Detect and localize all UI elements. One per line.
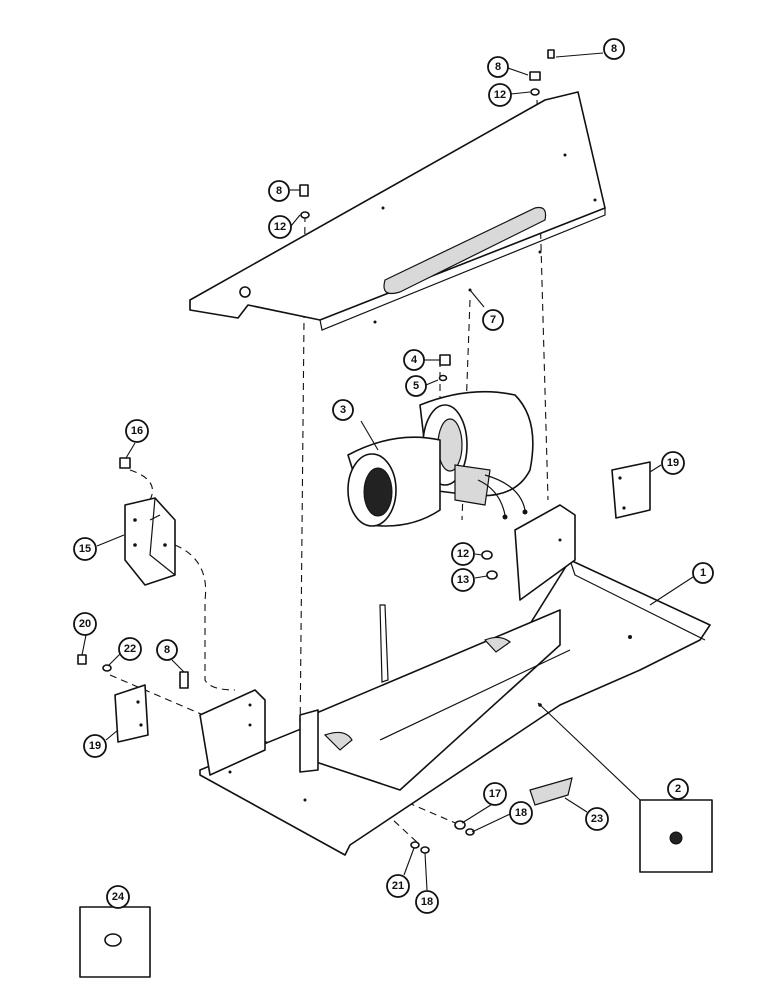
callout-5: 5 — [405, 375, 427, 397]
callout-4: 4 — [403, 349, 425, 371]
blower-assembly — [347, 390, 534, 527]
callout-label: 8 — [164, 644, 170, 656]
callout-label: 12 — [274, 221, 286, 233]
callout-8: 8 — [487, 56, 509, 78]
callout-label: 8 — [276, 185, 282, 197]
top-cover-plate — [189, 91, 606, 331]
callout-20: 20 — [73, 612, 97, 636]
callout-2: 2 — [667, 778, 689, 800]
callout-label: 24 — [112, 891, 125, 903]
callout-23: 23 — [585, 807, 609, 831]
callout-label: 18 — [515, 807, 527, 819]
callout-label: 22 — [124, 643, 136, 655]
callout-24: 24 — [106, 885, 130, 909]
callout-12: 12 — [268, 215, 292, 239]
inset-detail-24 — [79, 906, 151, 978]
inset-detail-2 — [537, 702, 713, 873]
callout-8: 8 — [156, 639, 178, 661]
callout-12: 12 — [451, 542, 475, 566]
callout-label: 8 — [495, 61, 501, 73]
cover-plate-right — [611, 461, 651, 519]
callout-label: 18 — [421, 896, 433, 908]
callout-label: 16 — [131, 425, 143, 437]
bracket — [124, 497, 176, 586]
callout-label: 17 — [489, 788, 501, 800]
cover-plate-left — [114, 684, 149, 743]
callout-22: 22 — [118, 637, 142, 661]
callouts: 8 8 12 8 12 7 4 5 3 16 19 15 12 13 1 20 … — [73, 38, 714, 914]
callout-label: 5 — [413, 380, 419, 392]
callout-label: 13 — [457, 574, 469, 586]
callout-label: 20 — [79, 618, 91, 630]
hardware — [77, 49, 555, 854]
callout-8: 8 — [603, 38, 625, 60]
callout-label: 3 — [340, 404, 346, 416]
callout-label: 8 — [611, 43, 617, 55]
callout-18: 18 — [509, 801, 533, 825]
callout-17: 17 — [483, 782, 507, 806]
small-plate — [529, 777, 573, 806]
callout-label: 15 — [79, 543, 91, 555]
callout-1: 1 — [692, 562, 714, 584]
callout-label: 12 — [494, 89, 506, 101]
callout-label: 1 — [700, 567, 706, 579]
callout-19: 19 — [83, 734, 107, 758]
callout-16: 16 — [125, 419, 149, 443]
callout-13: 13 — [451, 568, 475, 592]
callout-15: 15 — [73, 537, 97, 561]
callout-label: 7 — [490, 314, 496, 326]
callout-label: 23 — [591, 813, 603, 825]
callout-label: 21 — [392, 880, 404, 892]
callout-8: 8 — [268, 180, 290, 202]
callout-12: 12 — [488, 83, 512, 107]
callout-label: 19 — [667, 457, 679, 469]
callout-7: 7 — [482, 309, 504, 331]
callout-3: 3 — [332, 399, 354, 421]
callout-label: 2 — [675, 783, 681, 795]
base-housing — [199, 504, 711, 856]
callout-label: 4 — [411, 354, 418, 366]
callout-18: 18 — [415, 890, 439, 914]
callout-label: 12 — [457, 548, 469, 560]
callout-label: 19 — [89, 740, 101, 752]
callout-21: 21 — [386, 874, 410, 898]
callout-leaders — [81, 52, 694, 891]
callout-19: 19 — [661, 451, 685, 475]
